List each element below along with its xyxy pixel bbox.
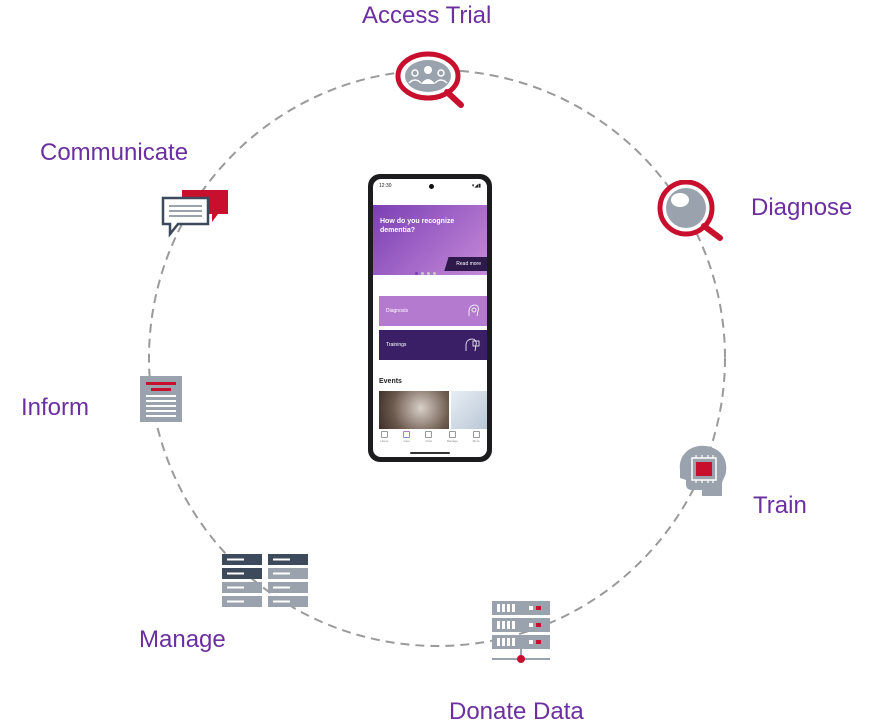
chat-icon	[425, 431, 433, 438]
tab-care[interactable]: Care	[403, 431, 411, 443]
events-heading: Events	[379, 378, 402, 385]
diagnosis-card-label: Diagnosis	[386, 308, 408, 314]
label-manage: Manage	[139, 626, 226, 653]
events-carousel[interactable]	[379, 391, 487, 429]
document-icon	[140, 376, 182, 422]
status-bar: 12:30 ▾◢▮	[373, 179, 487, 193]
trainings-card-label: Trainings	[386, 342, 407, 348]
tab-chat[interactable]: Chat	[425, 431, 433, 443]
hero-title: How do you recognize dementia?	[380, 218, 455, 234]
tab-manage[interactable]: Manage	[447, 431, 458, 443]
trainings-card[interactable]: Trainings	[379, 330, 487, 360]
brain-chip-icon	[679, 445, 727, 496]
diagnosis-card[interactable]: Diagnosis	[379, 296, 487, 326]
manage-icon	[448, 431, 456, 438]
tab-label: Chat	[425, 439, 432, 443]
camera-icon	[429, 183, 435, 189]
event-image[interactable]	[451, 391, 487, 429]
carousel-dot[interactable]	[415, 272, 418, 275]
tab-label: Home	[380, 439, 389, 443]
label-donate-data: Donate Data	[449, 698, 584, 725]
database-list-icon	[222, 554, 308, 607]
label-diagnose: Diagnose	[751, 194, 853, 221]
people-search-icon	[395, 51, 464, 108]
carousel-dot[interactable]	[421, 272, 424, 275]
tab-more[interactable]: More	[472, 431, 480, 443]
server-icon	[492, 601, 550, 663]
phone-screen: 12:30 ▾◢▮ How do you recognize dementia?…	[373, 179, 487, 457]
hero-banner[interactable]: How do you recognize dementia? Read more	[373, 205, 487, 275]
home-indicator	[410, 452, 450, 454]
carousel-dot[interactable]	[433, 272, 436, 275]
tab-label: Care	[403, 439, 410, 443]
head-search-icon	[468, 304, 479, 317]
carousel-dot[interactable]	[427, 272, 430, 275]
chat-bubbles-icon	[161, 190, 228, 238]
status-icons: ▾◢▮	[471, 183, 481, 189]
status-time: 12:30	[379, 183, 392, 189]
label-inform: Inform	[21, 394, 90, 421]
tab-bar: Home Care Chat Manage More	[373, 431, 487, 447]
home-icon	[380, 431, 388, 438]
tab-label: Manage	[446, 439, 458, 443]
head-gear-icon	[465, 338, 480, 352]
read-more-button[interactable]: Read more	[444, 257, 487, 271]
care-icon	[403, 431, 411, 438]
magnifier-icon	[657, 180, 723, 241]
label-communicate: Communicate	[40, 139, 189, 166]
tab-home[interactable]: Home	[380, 431, 388, 443]
phone-mockup: 12:30 ▾◢▮ How do you recognize dementia?…	[368, 174, 492, 462]
more-icon	[472, 431, 480, 438]
event-image[interactable]	[379, 391, 449, 429]
tab-label: More	[472, 439, 480, 443]
label-train: Train	[753, 492, 807, 519]
label-access-trial: Access Trial	[362, 2, 492, 29]
carousel-dots[interactable]	[415, 272, 436, 275]
